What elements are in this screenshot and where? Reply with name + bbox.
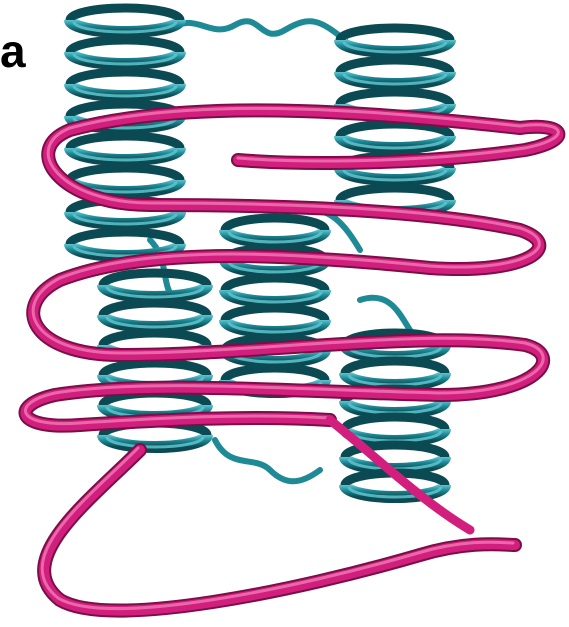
helix-turn-front <box>70 52 180 64</box>
helix-turn-front <box>70 84 180 96</box>
helix-turn-front <box>70 148 180 160</box>
helix-turn-front <box>225 320 325 332</box>
helix-turn-front <box>103 315 207 327</box>
helix-turn-front <box>225 290 325 302</box>
alpha-helix-middle <box>225 218 325 392</box>
helix-turn-front <box>70 212 180 224</box>
helix-turn-front <box>340 168 450 180</box>
helix-turn-front <box>345 485 445 497</box>
panel-label: a <box>0 28 26 74</box>
helix-turn-front <box>340 72 450 84</box>
helix-turn-front <box>345 373 445 385</box>
helix-turn-front <box>340 40 450 52</box>
helix-turn-front <box>340 136 450 148</box>
helix-turn-front <box>103 435 207 447</box>
helix-turn-front <box>103 285 207 297</box>
helix-turn-front <box>345 457 445 469</box>
helix-turn-front <box>345 401 445 413</box>
helix-turn-front <box>225 230 325 242</box>
helix-turn-front <box>70 20 180 32</box>
